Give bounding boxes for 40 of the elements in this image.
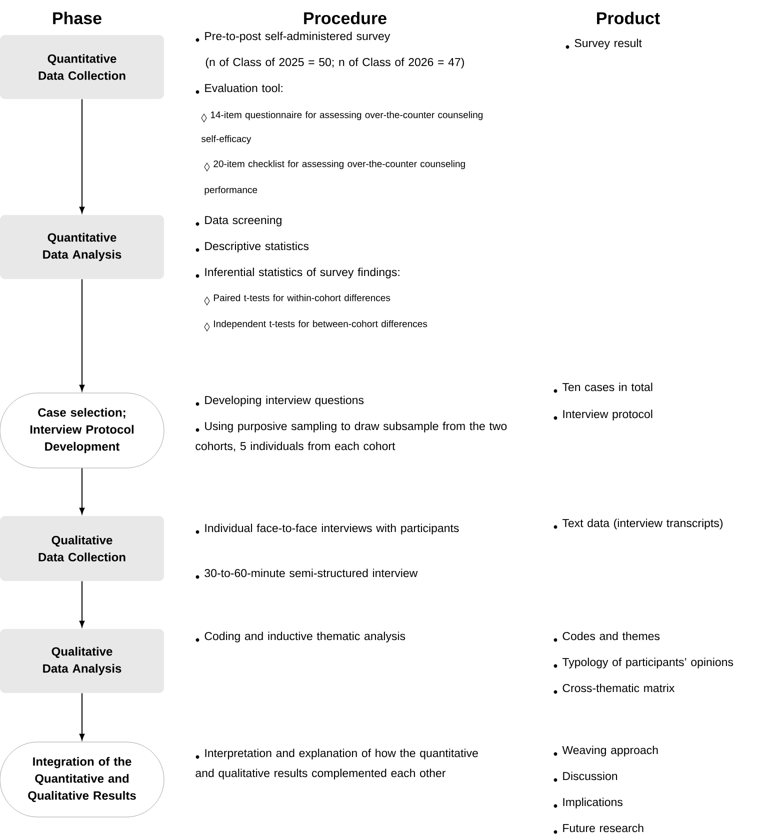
phase-box: Qualitative Data Analysis (0, 629, 164, 693)
bullet-item: Implications (554, 798, 622, 808)
bullet-item: Cross-thematic matrix (554, 684, 675, 694)
sub-item: 14-item questionnaire for assessing over-the-counter counseling self-efficacy (201, 111, 483, 144)
bullet-item: Developing interview questions (196, 396, 364, 406)
bullet-item: Ten cases in total (554, 382, 652, 393)
bullet-item: Individual face-to-face interviews with participants (196, 524, 459, 534)
sub-item: 20-item checklist for assessing over-the-counter counseling performance (204, 160, 465, 196)
arrow (79, 468, 85, 514)
bullet-item: Discussion (554, 772, 618, 782)
bullet-item: Using purposive sampling to draw subsample from the two cohorts, 5 individuals from each cohort (196, 422, 507, 452)
bullet-item: Pre-to-post self-administered survey (196, 32, 390, 42)
phase-box: Quantitative Data Collection (0, 35, 164, 99)
bullet-item: Interview protocol (554, 410, 652, 420)
column-header: Procedure (304, 12, 386, 24)
arrow (79, 278, 85, 392)
phase-stadium: Case selection; Interview Protocol Development (0, 392, 164, 468)
bullet-item: Future research (554, 824, 644, 834)
arrow (79, 580, 85, 628)
phase-box: Qualitative Data Collection (0, 516, 164, 581)
bullet-item: Codes and themes (554, 632, 660, 642)
phase-stadium: Integration of the Quantitative and Qualitative Results (0, 742, 164, 818)
arrow (79, 98, 85, 214)
sub-item: Paired t-tests for within-cohort differences (204, 294, 390, 306)
bullet-item: Interpretation and explanation of how the quantitative and qualitative results complemented each other (196, 748, 478, 780)
bullet-item: Coding and inductive thematic analysis (196, 632, 406, 642)
column-header: Product (597, 12, 660, 24)
bullet-item: Typology of participants’ opinions (554, 658, 734, 668)
bullet-item: Text data (interview transcripts) (554, 518, 723, 530)
bullet-item: Descriptive statistics (196, 242, 309, 252)
bullet-item: Evaluation tool: (196, 84, 282, 94)
sub-item: Independent t-tests for between-cohort differences (204, 320, 428, 332)
arrow (79, 692, 85, 740)
bullet-item: Inferential statistics of survey findings: (196, 268, 400, 278)
bullet-item: 30-to-60-minute semi-structured interview (196, 568, 418, 579)
procedure-text: (n of Class of 2025 = 50; n of Class of 2026 = 47) (206, 58, 464, 68)
bullet-item: Weaving approach (554, 746, 658, 756)
phase-box: Quantitative Data Analysis (0, 215, 164, 279)
bullet-item: Data screening (196, 216, 282, 226)
bullet-item: Survey result (566, 38, 642, 50)
